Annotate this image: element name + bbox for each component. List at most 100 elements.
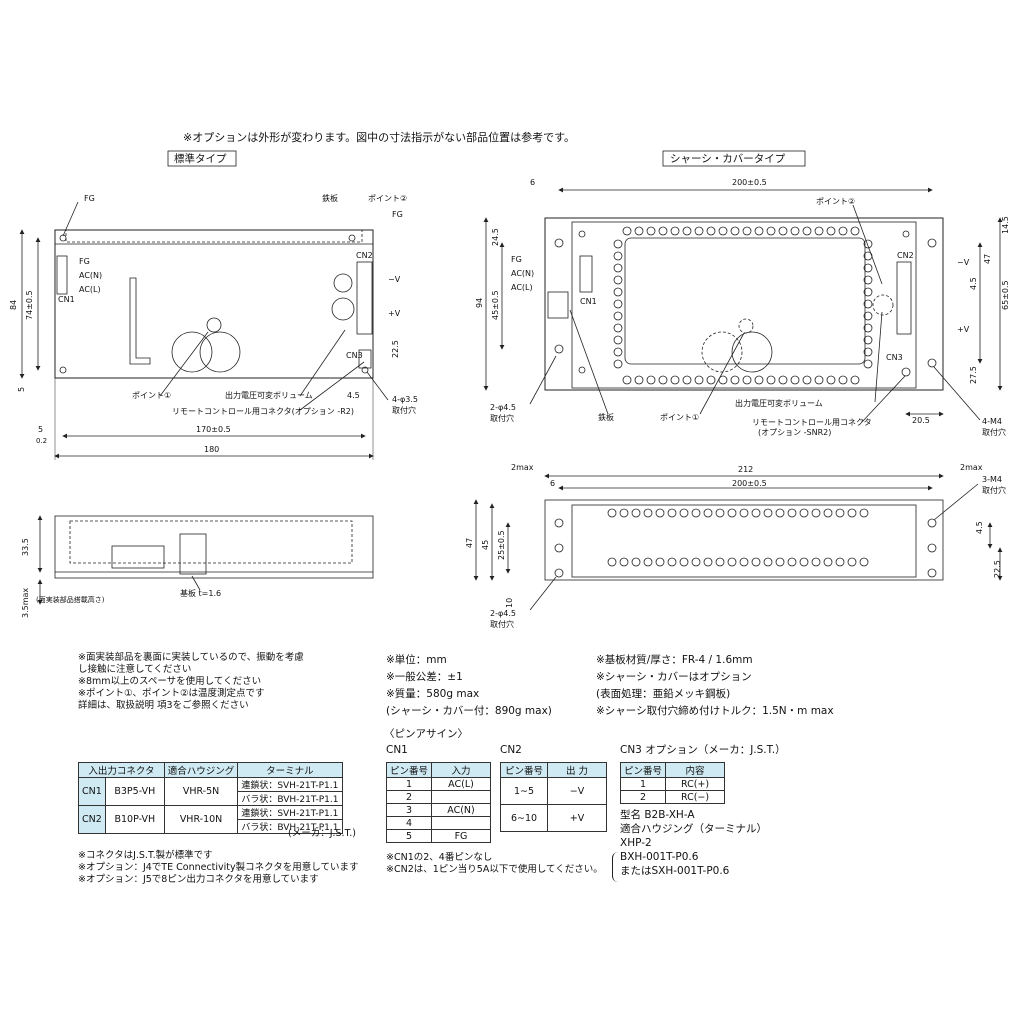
connector-table: 入出力コネクタ 適合ハウジング ターミナル CN1 B3P5-VH VHR-5N… bbox=[78, 762, 343, 834]
chassis-type-view: シャーシ・カバータイプ ポイント② FG AC(N) AC(L) CN1 CN2… bbox=[475, 150, 1010, 437]
notes-right: ※基板材質/厚さ：FR-4 / 1.6mm ※シャーシ・カバーはオプション (表… bbox=[596, 654, 834, 717]
cn3-info: 型名 B2B-XH-A 適合ハウジング（ターミナル） XHP-2 BXH-001… bbox=[620, 809, 767, 877]
svg-text:2-φ4.5: 2-φ4.5 bbox=[490, 609, 516, 618]
svg-text:180: 180 bbox=[204, 445, 219, 454]
cn2-pin-table: ピン番号出 力 1∼5−V 6∼10+V bbox=[500, 762, 607, 832]
std-plate-label: 鉄板 bbox=[322, 193, 338, 203]
svg-text:27.5: 27.5 bbox=[969, 366, 978, 384]
pin-notes: ※CN1の2、4番ピンなし ※CN2は、1ピン当り5A以下で使用してください。 bbox=[386, 852, 603, 875]
svg-text:ポイント①: ポイント① bbox=[660, 413, 699, 422]
chassis-type-label: シャーシ・カバータイプ bbox=[670, 153, 786, 165]
svg-text:6: 6 bbox=[530, 178, 535, 187]
svg-text:4.5: 4.5 bbox=[347, 391, 360, 400]
svg-text:(オプション -SNR2): (オプション -SNR2) bbox=[758, 428, 831, 437]
svg-text:CN3: CN3 bbox=[886, 353, 903, 362]
svg-text:鉄板: 鉄板 bbox=[598, 412, 614, 422]
svg-text:−V: −V bbox=[957, 258, 970, 267]
svg-text:33.5: 33.5 bbox=[21, 538, 30, 556]
std-cn3-label: CN3 bbox=[346, 351, 363, 360]
svg-text:4.5: 4.5 bbox=[969, 277, 978, 290]
svg-text:2-φ4.5: 2-φ4.5 bbox=[490, 403, 516, 412]
svg-text:20.5: 20.5 bbox=[912, 416, 930, 425]
svg-text:5: 5 bbox=[17, 387, 26, 392]
chassis-side-view: 2max 212 2max 6 200±0.5 47 45 25±0.5 10 … bbox=[465, 463, 1006, 629]
cn2-label: CN2 bbox=[500, 744, 522, 756]
svg-text:(面実装部品搭載高さ): (面実装部品搭載高さ) bbox=[36, 595, 105, 604]
std-point2-label: ポイント② bbox=[368, 194, 407, 203]
chassis-outline bbox=[544, 217, 944, 391]
svg-text:+V: +V bbox=[957, 325, 970, 334]
connector-notes: ※コネクタはJ.S.T.製が標準です ※オプション：J4でTE Connecti… bbox=[78, 850, 359, 885]
std-pin-acn: AC(N) bbox=[79, 271, 102, 280]
svg-text:84: 84 bbox=[9, 300, 18, 310]
standard-side-view: 33.5 3.5max (面実装部品搭載高さ) 基板 t=1.6 bbox=[21, 515, 374, 618]
header-note: ※オプションは外形が変わります。図中の寸法指示がない部品位置は参考です。 bbox=[183, 130, 575, 144]
svg-text:212: 212 bbox=[738, 465, 753, 474]
svg-text:AC(N): AC(N) bbox=[511, 269, 534, 278]
standard-capacitor-1 bbox=[171, 331, 213, 373]
svg-text:3.5max: 3.5max bbox=[21, 588, 30, 618]
vent-holes bbox=[613, 226, 873, 385]
side-vent-holes bbox=[607, 508, 869, 567]
standard-type-label: 標準タイプ bbox=[174, 152, 227, 165]
std-plus-v-label: +V bbox=[388, 309, 401, 318]
std-fg2-label: FG bbox=[392, 210, 403, 219]
svg-text:25±0.5: 25±0.5 bbox=[497, 530, 506, 560]
svg-text:47: 47 bbox=[465, 538, 474, 548]
std-cn2-label: CN2 bbox=[356, 251, 373, 260]
standard-board-outline bbox=[54, 229, 374, 379]
std-volume-label: 出力電圧可変ボリューム bbox=[225, 390, 313, 400]
svg-text:CN1: CN1 bbox=[580, 297, 597, 306]
svg-text:取付穴: 取付穴 bbox=[490, 619, 514, 629]
cn3-info-bracket bbox=[612, 852, 618, 882]
svg-text:14.5: 14.5 bbox=[1001, 216, 1010, 234]
svg-text:6: 6 bbox=[550, 479, 555, 488]
notes-mid: ※単位：mm ※一般公差：±1 ※質量：580g max (シャーシ・カバー付：… bbox=[386, 654, 552, 717]
svg-text:0.2: 0.2 bbox=[36, 437, 47, 445]
svg-text:FG: FG bbox=[511, 255, 522, 264]
cn3-label: CN3 オプション（メーカ：J.S.T.） bbox=[620, 744, 786, 756]
svg-text:2max: 2max bbox=[960, 463, 983, 472]
cn1-label: CN1 bbox=[386, 744, 408, 756]
point2-marker bbox=[333, 273, 353, 293]
svg-text:170±0.5: 170±0.5 bbox=[196, 425, 231, 434]
svg-text:200±0.5: 200±0.5 bbox=[732, 479, 767, 488]
svg-text:4-M4: 4-M4 bbox=[982, 417, 1002, 426]
pin-assign-title: 〈ピンアサイン〉 bbox=[384, 728, 468, 740]
std-minus-v-label: −V bbox=[388, 275, 401, 284]
svg-text:取付穴: 取付穴 bbox=[982, 485, 1006, 495]
drawing-canvas: ※オプションは外形が変わります。図中の寸法指示がない部品位置は参考です。 標準タ… bbox=[9, 130, 1010, 629]
svg-text:取付穴: 取付穴 bbox=[490, 413, 514, 423]
svg-text:24.5: 24.5 bbox=[491, 228, 500, 246]
standard-type-view: 標準タイプ FG 鉄板 ポイント② FG CN2 −V +V CN3 CN1 F… bbox=[9, 150, 418, 460]
svg-text:74±0.5: 74±0.5 bbox=[25, 290, 34, 320]
std-remote-label: リモートコントロール用コネクタ(オプション -R2) bbox=[172, 407, 354, 416]
svg-text:2max: 2max bbox=[511, 463, 534, 472]
std-pin-fg: FG bbox=[79, 257, 90, 266]
std-holes-label: 4-φ3.5 bbox=[392, 395, 418, 404]
std-cn1-label: CN1 bbox=[58, 295, 75, 304]
svg-text:22.5: 22.5 bbox=[391, 340, 400, 358]
svg-text:94: 94 bbox=[475, 298, 484, 308]
svg-text:65±0.5: 65±0.5 bbox=[1001, 280, 1010, 310]
svg-text:ポイント②: ポイント② bbox=[816, 197, 855, 206]
svg-text:リモートコントロール用コネクタ: リモートコントロール用コネクタ bbox=[752, 418, 872, 427]
std-fg-label: FG bbox=[84, 194, 95, 203]
svg-text:3-M4: 3-M4 bbox=[982, 475, 1002, 484]
svg-text:出力電圧可変ボリューム: 出力電圧可変ボリューム bbox=[735, 398, 823, 408]
svg-text:基板 t=1.6: 基板 t=1.6 bbox=[180, 588, 221, 598]
svg-text:45: 45 bbox=[481, 540, 490, 550]
connector-maker: (メーカ：J.S.T.) bbox=[288, 828, 356, 839]
std-pin-acl: AC(L) bbox=[79, 285, 101, 294]
svg-text:5: 5 bbox=[38, 425, 43, 434]
svg-text:AC(L): AC(L) bbox=[511, 283, 533, 292]
svg-text:10: 10 bbox=[505, 598, 514, 608]
svg-text:取付穴: 取付穴 bbox=[982, 427, 1006, 437]
svg-text:47: 47 bbox=[983, 254, 992, 264]
svg-text:22.5: 22.5 bbox=[993, 560, 1002, 578]
std-point1-label: ポイント① bbox=[132, 391, 171, 400]
notes-left: ※面実装部品を裏面に実装しているので、振動を考慮 し接触に注意してください ※8… bbox=[78, 652, 304, 711]
point1-marker bbox=[206, 317, 222, 333]
